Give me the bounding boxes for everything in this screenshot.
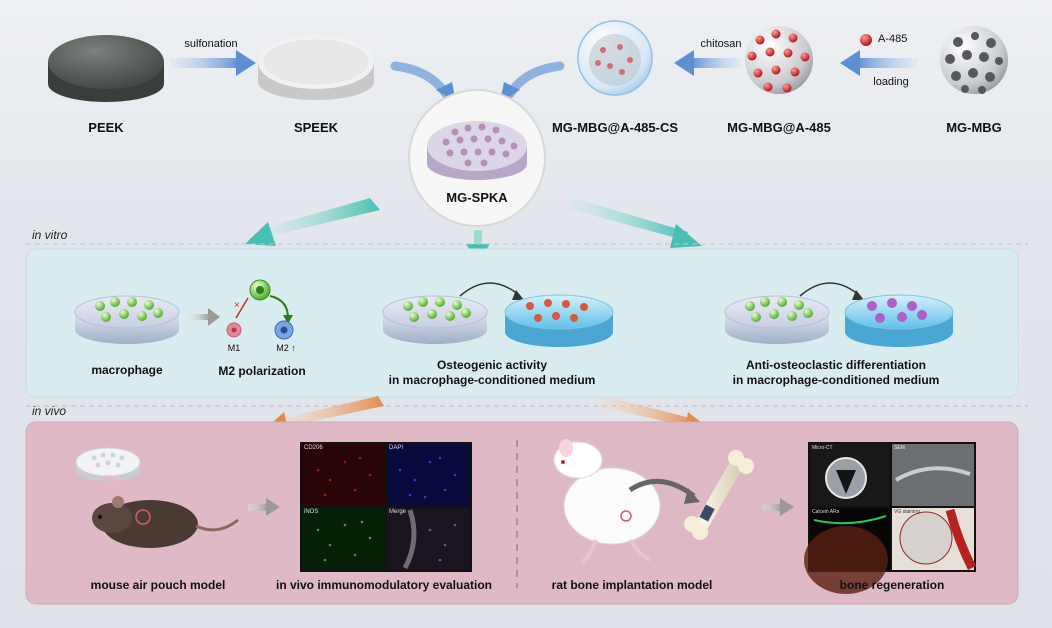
mg-mbg-a485-sphere	[745, 26, 813, 94]
macrophage-dish	[74, 295, 180, 344]
label-mg-spka: MG-SPKA	[446, 190, 508, 205]
label-osteogenic-1: Osteogenic activity	[436, 358, 548, 372]
label-sulfonation: sulfonation	[184, 38, 238, 50]
heading-in-vivo: in vivo	[32, 404, 67, 418]
label-loading: loading	[873, 76, 909, 88]
svg-text:×: ×	[234, 300, 240, 311]
label-speek: SPEEK	[293, 120, 339, 135]
label-immuno-eval: in vivo immunomodulatory evaluation	[275, 578, 493, 592]
label-a485: A-485	[878, 33, 908, 45]
arrow-bone	[762, 498, 794, 516]
regen-label-vg: VG staining	[894, 509, 920, 515]
label-macrophage: macrophage	[91, 363, 163, 377]
arrow-chitosan	[674, 50, 742, 76]
mg-mbg-a485-cs-sphere	[577, 20, 653, 96]
label-rat-model: rat bone implantation model	[551, 578, 713, 592]
panel-label-cd206: CD206	[304, 445, 323, 451]
label-osteoclastic-2: in macrophage-conditioned medium	[732, 373, 940, 387]
m2-polarization-icons: ×	[226, 279, 294, 340]
label-bone-regen: bone regeneration	[839, 578, 945, 592]
mg-spka-emblem	[408, 89, 546, 227]
panel-label-dapi: DAPI	[389, 445, 404, 451]
panel-label-inos: iNOS	[304, 509, 319, 515]
regen-label-sem: SEM	[894, 445, 905, 451]
label-osteoclastic-1: Anti-osteoclastic differentiation	[745, 358, 927, 372]
mg-mbg-sphere	[940, 26, 1008, 94]
bone-regeneration-grid	[804, 442, 977, 594]
panel-label-merge: Merge	[389, 509, 407, 515]
arrow-loading	[840, 50, 918, 76]
mouse-illustration	[75, 447, 239, 548]
osteoclastic-dishes	[724, 282, 954, 347]
speek-disc	[258, 35, 374, 100]
in-vivo-panel	[25, 421, 1019, 605]
label-chitosan: chitosan	[700, 38, 742, 50]
regen-label-microct: Micro-CT	[812, 445, 833, 451]
label-m2-polarization: M2 polarization	[218, 364, 306, 378]
label-osteogenic-2: in macrophage-conditioned medium	[388, 373, 596, 387]
label-m1: M1	[227, 343, 241, 353]
arrow-macrophage	[188, 308, 220, 326]
arrow-sulfonation	[170, 50, 256, 76]
peek-disc	[48, 35, 164, 102]
osteogenic-dishes	[382, 282, 614, 347]
label-mg-mbg: MG-MBG	[946, 120, 1002, 135]
label-mg-mbg-a485-cs: MG-MBG@A-485-CS	[551, 120, 679, 135]
a485-dot	[860, 34, 872, 46]
arrow-mouse	[248, 498, 280, 516]
heading-in-vitro: in vitro	[32, 228, 68, 242]
arrow-teal-right	[566, 198, 702, 248]
arrow-teal-left	[245, 198, 380, 246]
bone-illustration	[684, 450, 754, 540]
regen-label-calcein: Calcein ARs	[812, 509, 840, 515]
label-mouse-model: mouse air pouch model	[90, 578, 226, 592]
label-peek: PEEK	[88, 120, 124, 135]
immunofluorescence-grid	[300, 442, 472, 572]
label-m2: M2 ↑	[276, 343, 296, 353]
label-mg-mbg-a485: MG-MBG@A-485	[727, 120, 831, 135]
